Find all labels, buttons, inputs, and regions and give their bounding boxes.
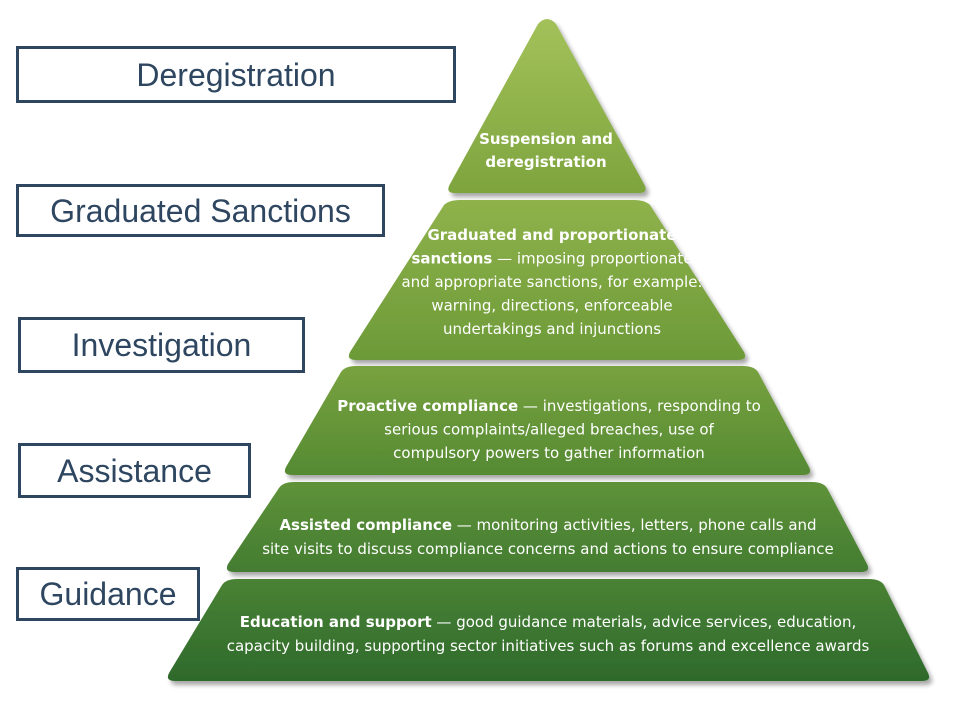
label-assistance: Assistance — [18, 443, 251, 498]
tier-shape-assisted — [226, 482, 869, 572]
tier-text-line: sanctions — [411, 250, 492, 268]
tier-shape-suspension — [448, 19, 646, 193]
tier-shape-education — [167, 579, 930, 681]
tier-text-assisted: Assisted compliance — monitoring activit… — [262, 516, 834, 558]
tier-text-line: deregistration — [485, 153, 606, 171]
tier-text-sanctions: Graduated and proportionate sanctions — i… — [401, 226, 702, 338]
tier-text-line: Suspension and — [479, 130, 613, 148]
tier-text-line: warning, directions, enforceable — [431, 297, 672, 315]
tier-shape-proactive — [284, 366, 811, 475]
label-investigation: Investigation — [18, 317, 305, 373]
tier-text-line: and appropriate sanctions, for example: — [401, 273, 702, 291]
tier-text-line: — monitoring activities, letters, phone … — [452, 516, 817, 534]
tier-text-line: Graduated and proportionate — [427, 226, 676, 244]
tier-text-line: — investigations, responding to — [518, 397, 761, 415]
tier-text-line: Education and support — [240, 613, 432, 631]
tier-text-line: — good guidance materials, advice servic… — [432, 613, 857, 631]
tier-text-suspension: Suspension and deregistration — [479, 130, 613, 171]
tier-text-education: Education and support — good guidance ma… — [227, 613, 870, 655]
tier-text-proactive: Proactive compliance — investigations, r… — [337, 397, 761, 462]
label-guidance: Guidance — [16, 567, 200, 621]
tier-text-line: undertakings and injunctions — [443, 320, 661, 338]
label-deregistration: Deregistration — [16, 46, 456, 103]
tier-text-line: Proactive compliance — [337, 397, 518, 415]
tier-text-line: compulsory powers to gather information — [393, 444, 705, 462]
label-graduated-sanctions: Graduated Sanctions — [16, 184, 385, 237]
tier-shape-sanctions — [348, 200, 746, 360]
tier-text-line: — imposing proportionate — [492, 250, 692, 268]
tier-text-line: site visits to discuss compliance concer… — [262, 540, 834, 558]
tier-text-line: capacity building, supporting sector ini… — [227, 637, 870, 655]
tier-text-line: serious complaints/alleged breaches, use… — [384, 421, 714, 439]
tier-text-line: Assisted compliance — [279, 516, 452, 534]
